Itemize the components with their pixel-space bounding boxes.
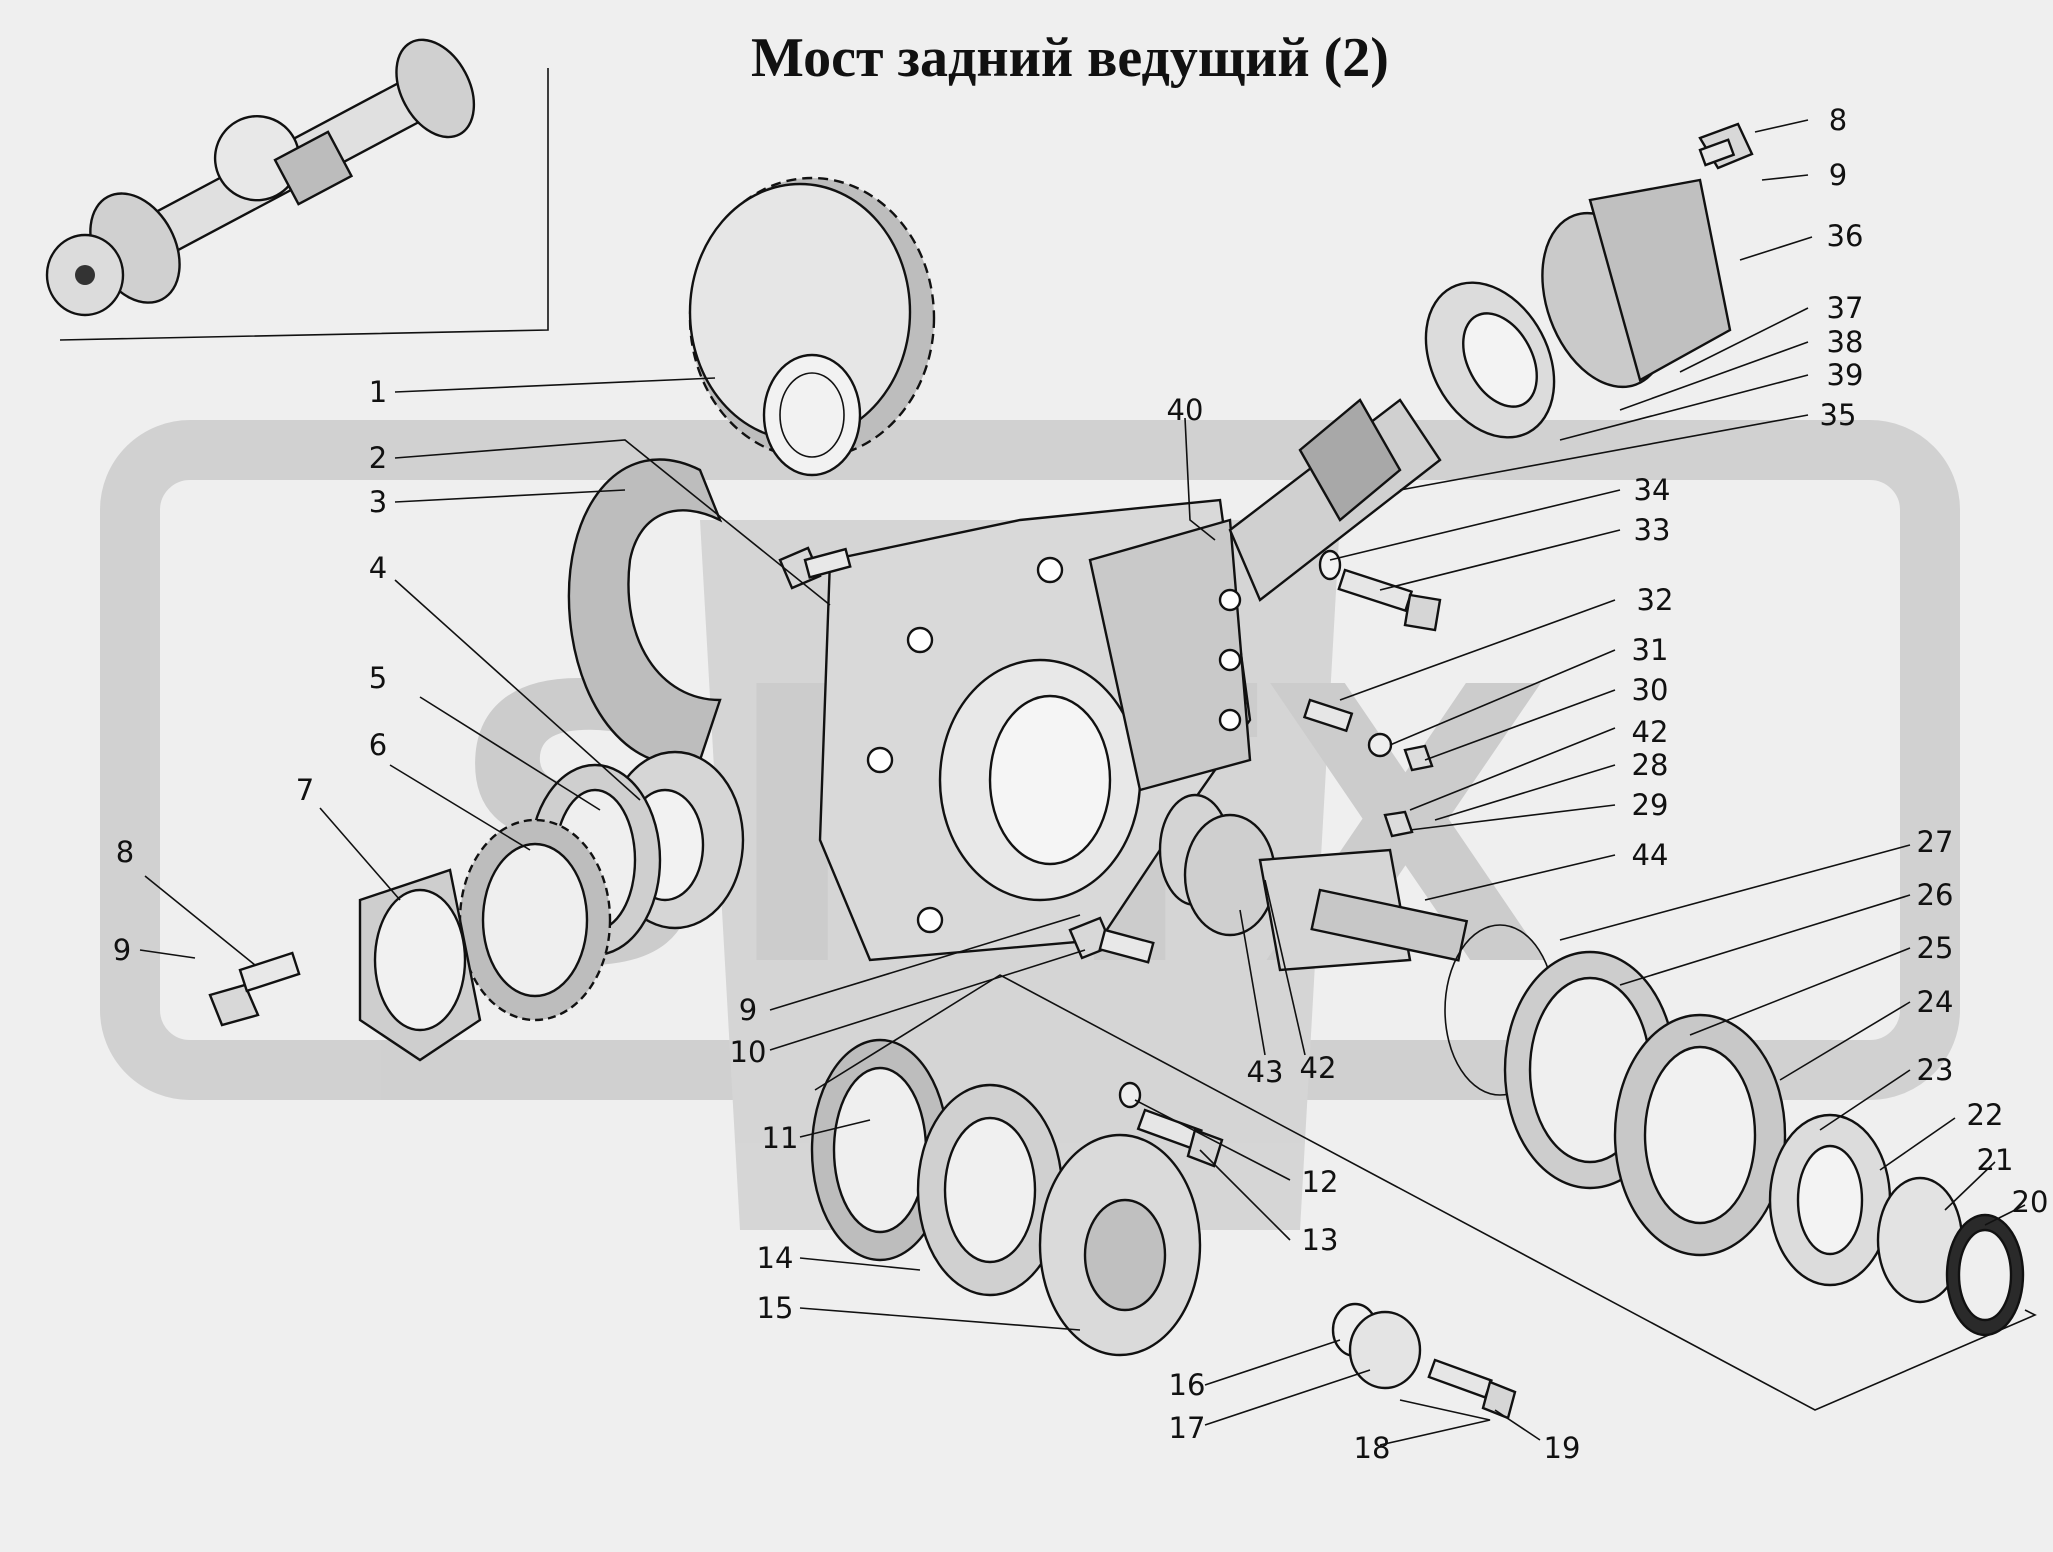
callout-9-right: 9 (1829, 158, 1847, 192)
callout-20: 20 (2012, 1185, 2049, 1219)
callout-18: 18 (1354, 1431, 1391, 1465)
callout-36: 36 (1827, 219, 1864, 253)
callout-32: 32 (1637, 583, 1674, 617)
bolt-left (208, 951, 301, 1027)
callout-9-left: 9 (113, 933, 131, 967)
callout-19: 19 (1544, 1431, 1581, 1465)
callout-34: 34 (1634, 473, 1671, 507)
callout-44: 44 (1632, 838, 1669, 872)
callout-17: 17 (1169, 1411, 1206, 1445)
callout-33: 33 (1634, 513, 1671, 547)
crown-gear (688, 176, 936, 477)
end-cover (1588, 178, 1732, 382)
callout-25: 25 (1917, 931, 1954, 965)
callout-39: 39 (1827, 358, 1864, 392)
callout-16: 16 (1169, 1368, 1206, 1402)
callout-4: 4 (369, 551, 387, 585)
assembly-boundary (814, 974, 2037, 1411)
callout-labels: 1 2 3 4 5 6 7 8 9 8 9 9 10 11 12 13 14 1… (113, 103, 2049, 1465)
bolt-2 (778, 546, 852, 590)
callout-30: 30 (1632, 673, 1669, 707)
callout-11: 11 (762, 1121, 799, 1155)
callout-40: 40 (1167, 393, 1204, 427)
callout-1: 1 (369, 375, 387, 409)
callout-31: 31 (1632, 633, 1669, 667)
callout-8-left: 8 (116, 835, 134, 869)
nut-28 (1383, 810, 1414, 838)
callout-15: 15 (757, 1291, 794, 1325)
callout-5: 5 (369, 661, 387, 695)
callout-12: 12 (1302, 1165, 1339, 1199)
nut-30 (1403, 744, 1434, 772)
callout-27: 27 (1917, 825, 1954, 859)
callout-3: 3 (369, 485, 387, 519)
callout-24: 24 (1917, 985, 1954, 1019)
callout-2: 2 (369, 441, 387, 475)
left-bearing-assembly (358, 750, 745, 1062)
right-bearing-stack (1444, 924, 2025, 1337)
page-title: Мост задний ведущий (2) (751, 27, 1389, 89)
callout-8-right: 8 (1829, 103, 1847, 137)
inset-assembly-view (45, 38, 549, 341)
output-bearing (1424, 281, 1556, 439)
washer-31 (1367, 732, 1393, 758)
callout-42-right: 42 (1632, 715, 1669, 749)
callout-28: 28 (1632, 748, 1669, 782)
leader-lines (139, 119, 2026, 1446)
callout-21: 21 (1977, 1143, 2014, 1177)
bolt-10 (1068, 916, 1155, 964)
main-housing (818, 498, 1252, 962)
callout-9-center: 9 (739, 993, 757, 1027)
callout-29: 29 (1632, 788, 1669, 822)
bolt-13 (1118, 1081, 1224, 1168)
drive-shaft (1228, 398, 1442, 602)
callout-22: 22 (1967, 1098, 2004, 1132)
lower-cover-assembly (810, 1038, 1202, 1357)
callout-13: 13 (1302, 1223, 1339, 1257)
callout-7: 7 (296, 773, 314, 807)
callout-43: 43 (1247, 1055, 1284, 1089)
pinion-assembly (1158, 793, 1469, 972)
callout-35: 35 (1820, 398, 1857, 432)
callout-37: 37 (1827, 291, 1864, 325)
bolt-top-right (1698, 122, 1754, 170)
callout-14: 14 (757, 1241, 794, 1275)
callout-38: 38 (1827, 325, 1864, 359)
callout-42-bottom: 42 (1300, 1051, 1337, 1085)
callout-10: 10 (730, 1035, 767, 1069)
bolt-33 (1318, 549, 1442, 632)
callout-23: 23 (1917, 1053, 1954, 1087)
stud-32 (1302, 698, 1354, 733)
callout-6: 6 (369, 728, 387, 762)
plug-17 (1348, 1310, 1422, 1390)
callout-26: 26 (1917, 878, 1954, 912)
